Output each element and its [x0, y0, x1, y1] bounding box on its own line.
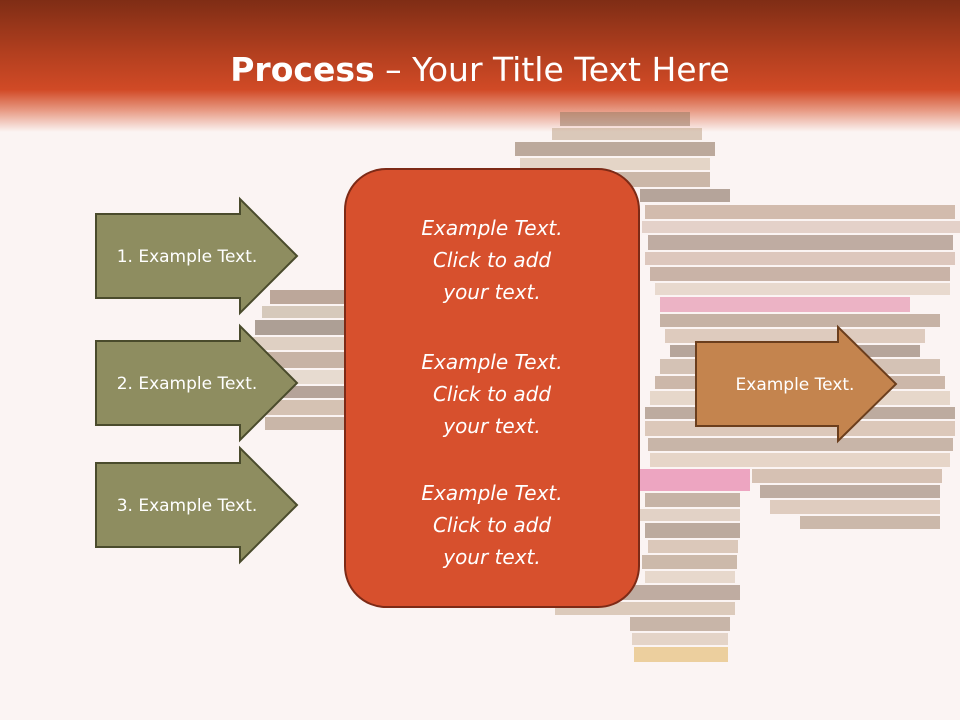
input-arrow-2-label: 2. Example Text.: [117, 374, 258, 394]
center-text-3[interactable]: Example Text. Click to add your text.: [421, 481, 563, 569]
title-rest: – Your Title Text Here: [374, 50, 730, 89]
input-arrow-3[interactable]: 3. Example Text.: [95, 445, 299, 565]
input-arrow-3-label: 3. Example Text.: [117, 496, 258, 516]
title-bold: Process: [230, 50, 375, 89]
slide-title: Process – Your Title Text Here: [0, 50, 960, 89]
output-arrow[interactable]: Example Text.: [695, 324, 898, 444]
title-banner: [0, 0, 960, 132]
input-arrow-2[interactable]: 2. Example Text.: [95, 323, 299, 443]
center-text-2[interactable]: Example Text. Click to add your text.: [421, 350, 563, 438]
output-arrow-label: Example Text.: [736, 375, 855, 395]
center-text-1[interactable]: Example Text. Click to add your text.: [421, 216, 563, 304]
input-arrow-1[interactable]: 1. Example Text.: [95, 196, 299, 316]
center-process-box[interactable]: [344, 168, 640, 608]
input-arrow-1-label: 1. Example Text.: [117, 247, 258, 267]
